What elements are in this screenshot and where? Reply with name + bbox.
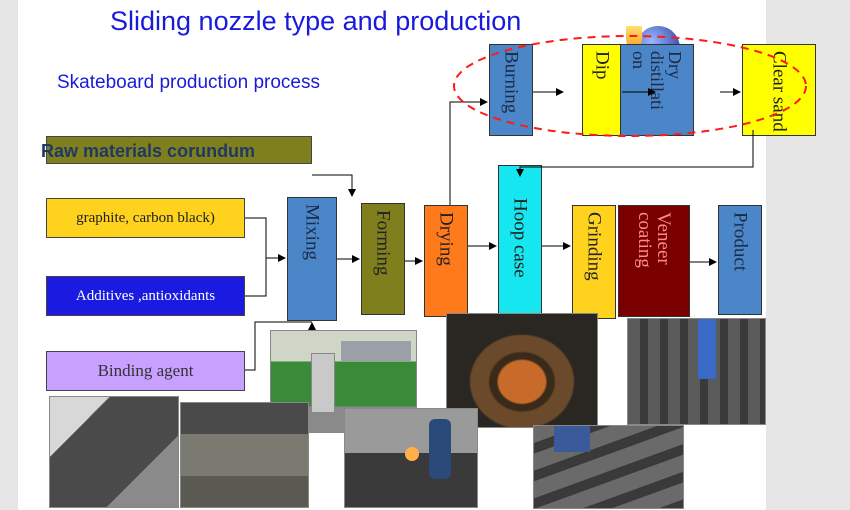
forming-label: Forming <box>372 210 394 276</box>
raw-materials-label: Raw materials corundum <box>41 141 256 161</box>
clear-sand-box: Clear sand <box>742 44 816 136</box>
veneer-coating-box: Veneer coating <box>618 205 690 317</box>
slide-title: Sliding nozzle type and production <box>110 6 522 36</box>
product-label: Product <box>729 212 751 272</box>
additives-label: Additives ,antioxidants <box>75 287 216 304</box>
product-box: Product <box>718 205 762 315</box>
highlight-ellipse <box>453 35 807 137</box>
mixing-label: Mixing <box>301 204 323 260</box>
finished-plates-photo <box>533 425 684 509</box>
hoop-case-label: Hoop case <box>509 198 531 278</box>
drying-label: Drying <box>435 212 457 266</box>
worker-grinding-photo <box>344 408 478 508</box>
press-machine-photo <box>180 402 309 508</box>
graphite-label: graphite, carbon black) <box>76 209 215 226</box>
graphite-box: graphite, carbon black) <box>46 198 245 238</box>
binding-agent-label: Binding agent <box>97 361 194 380</box>
grinding-box: Grinding <box>572 205 616 319</box>
additives-box: Additives ,antioxidants <box>46 276 245 316</box>
coated-plates-photo <box>627 318 766 425</box>
clear-sand-label: Clear sand <box>768 51 790 132</box>
drying-box: Drying <box>424 205 468 317</box>
raw-material-photo <box>49 396 179 508</box>
burning-label: Burning <box>500 51 522 114</box>
binding-agent-box: Binding agent <box>46 351 245 391</box>
burning-box: Burning <box>489 44 533 136</box>
mixing-box: Mixing <box>287 197 337 321</box>
veneer-coating-label: Veneer coating <box>634 212 674 268</box>
dip-label: Dip <box>591 51 613 80</box>
dip-box: Dip <box>582 44 622 136</box>
grinding-label: Grinding <box>583 212 605 281</box>
slide-subtitle: Skateboard production process <box>57 72 320 93</box>
forming-box: Forming <box>361 203 405 315</box>
raw-materials-box: Raw materials corundum <box>41 136 312 164</box>
hoop-case-box: Hoop case <box>498 165 542 325</box>
